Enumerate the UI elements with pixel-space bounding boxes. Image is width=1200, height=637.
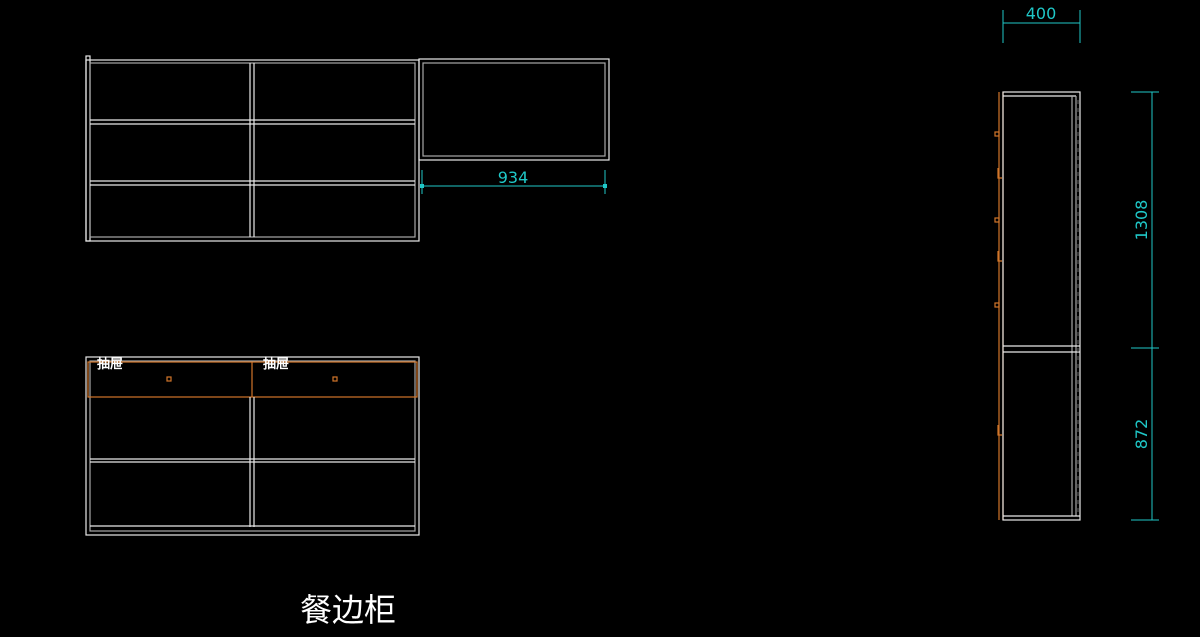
lower-cabinet-elevation: 抽屉 抽屉	[85, 356, 420, 536]
dimension-934: 934	[420, 168, 607, 194]
dimension-text: 1308	[1132, 200, 1151, 241]
dimension-text: 400	[1026, 4, 1057, 23]
drawer-handle-icon	[166, 376, 172, 382]
upper-cabinet-plan	[418, 58, 610, 161]
drawer-handle-icon	[332, 376, 338, 382]
upper-cabinet-elevation	[85, 55, 420, 242]
drawer-label: 抽屉	[97, 356, 123, 372]
drawing-title: 餐边柜	[300, 591, 396, 629]
dimension-1308: 1308 872	[1131, 91, 1159, 521]
dimension-400: 400	[1002, 4, 1081, 43]
dimension-text: 934	[498, 168, 529, 187]
drawer-label: 抽屉	[263, 356, 289, 372]
dimension-text: 872	[1132, 419, 1151, 450]
side-section	[994, 91, 1081, 521]
